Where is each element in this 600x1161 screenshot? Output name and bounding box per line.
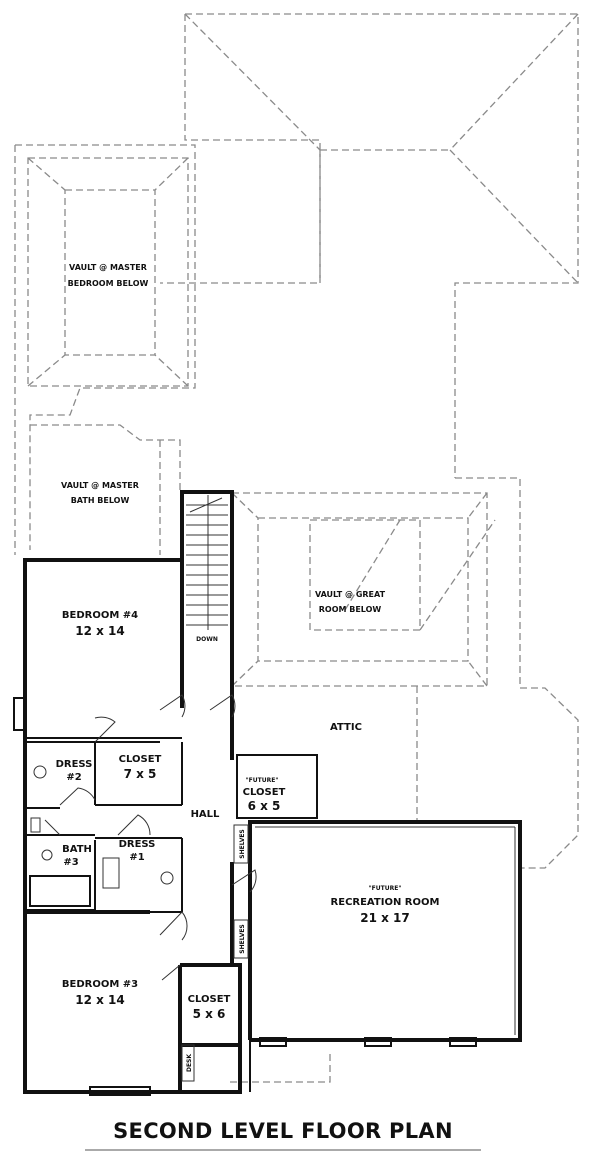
dress1-num: #1 — [129, 852, 144, 863]
dress2-num: #2 — [66, 772, 81, 783]
future-closet-size: 6 x 5 — [248, 799, 281, 813]
closet-5x6-name: CLOSET — [188, 994, 231, 1005]
shelves-label-lower: SHELVES — [239, 924, 246, 954]
down-label: DOWN — [196, 636, 218, 643]
vault-great-room-label-line2: ROOM BELOW — [319, 605, 382, 614]
bath3-name: BATH — [62, 844, 92, 855]
bedroom3-size: 12 x 14 — [75, 993, 125, 1007]
attic-name: ATTIC — [330, 722, 362, 733]
vault-master-bedroom-label-line2: BEDROOM BELOW — [68, 279, 149, 288]
recreation-tag: "FUTURE" — [369, 885, 402, 892]
door-swings — [30, 694, 257, 981]
vault-master-bath-label-line1: VAULT @ MASTER — [61, 481, 139, 490]
closet-5x6-size: 5 x 6 — [193, 1007, 226, 1021]
recreation-size: 21 x 17 — [360, 911, 410, 925]
vault-great-room-label-line1: VAULT @ GREAT — [315, 590, 386, 599]
vault-master-bedroom-label-line1: VAULT @ MASTER — [69, 263, 147, 272]
shelves-label-upper: SHELVES — [239, 829, 246, 859]
dress2-name: DRESS — [56, 759, 93, 770]
bedroom4-size: 12 x 14 — [75, 624, 125, 638]
vault-master-bath-label-line2: BATH BELOW — [71, 496, 130, 505]
recreation-name: RECREATION ROOM — [331, 897, 440, 908]
staircase — [186, 495, 228, 630]
bedroom3-name: BEDROOM #3 — [62, 979, 138, 990]
plan-caption: SECOND LEVEL FLOOR PLAN — [113, 1119, 453, 1143]
closet-7x5-name: CLOSET — [119, 754, 162, 765]
future-closet-name: CLOSET — [243, 787, 286, 798]
room-labels: VAULT @ MASTER BEDROOM BELOW VAULT @ MAS… — [56, 263, 440, 1072]
desk-label: DESK — [186, 1054, 193, 1072]
future-closet-tag: "FUTURE" — [246, 777, 279, 784]
bath3-num: #3 — [63, 857, 78, 868]
hall-name: HALL — [191, 809, 220, 820]
bedroom4-name: BEDROOM #4 — [62, 610, 138, 621]
walls — [13, 490, 522, 1096]
dress1-name: DRESS — [119, 839, 156, 850]
roof-outline — [14, 13, 579, 1083]
closet-7x5-size: 7 x 5 — [124, 767, 157, 781]
